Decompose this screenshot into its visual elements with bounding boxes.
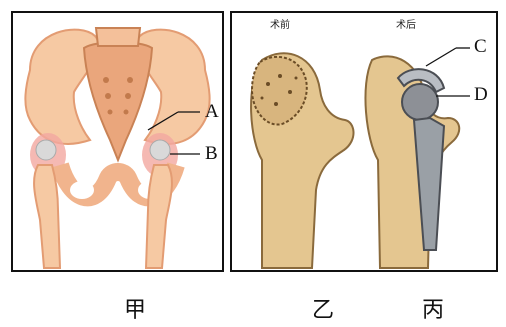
- prosthetic-head: [402, 84, 438, 120]
- spine-top: [96, 28, 140, 46]
- marker-a: A: [205, 101, 219, 123]
- right-femoral-head: [150, 140, 170, 160]
- marker-c: C: [474, 36, 487, 58]
- marker-b: B: [205, 143, 218, 165]
- left-femoral-head: [36, 140, 56, 160]
- obturator-left: [70, 181, 94, 199]
- caption-bing: 丙: [422, 292, 444, 324]
- caption-yi: 乙: [312, 292, 334, 324]
- after-surgery-label: 术后: [396, 16, 416, 31]
- before-surgery-label: 术前: [270, 16, 290, 31]
- caption-jia: 甲: [124, 292, 146, 324]
- marker-d: D: [474, 84, 488, 106]
